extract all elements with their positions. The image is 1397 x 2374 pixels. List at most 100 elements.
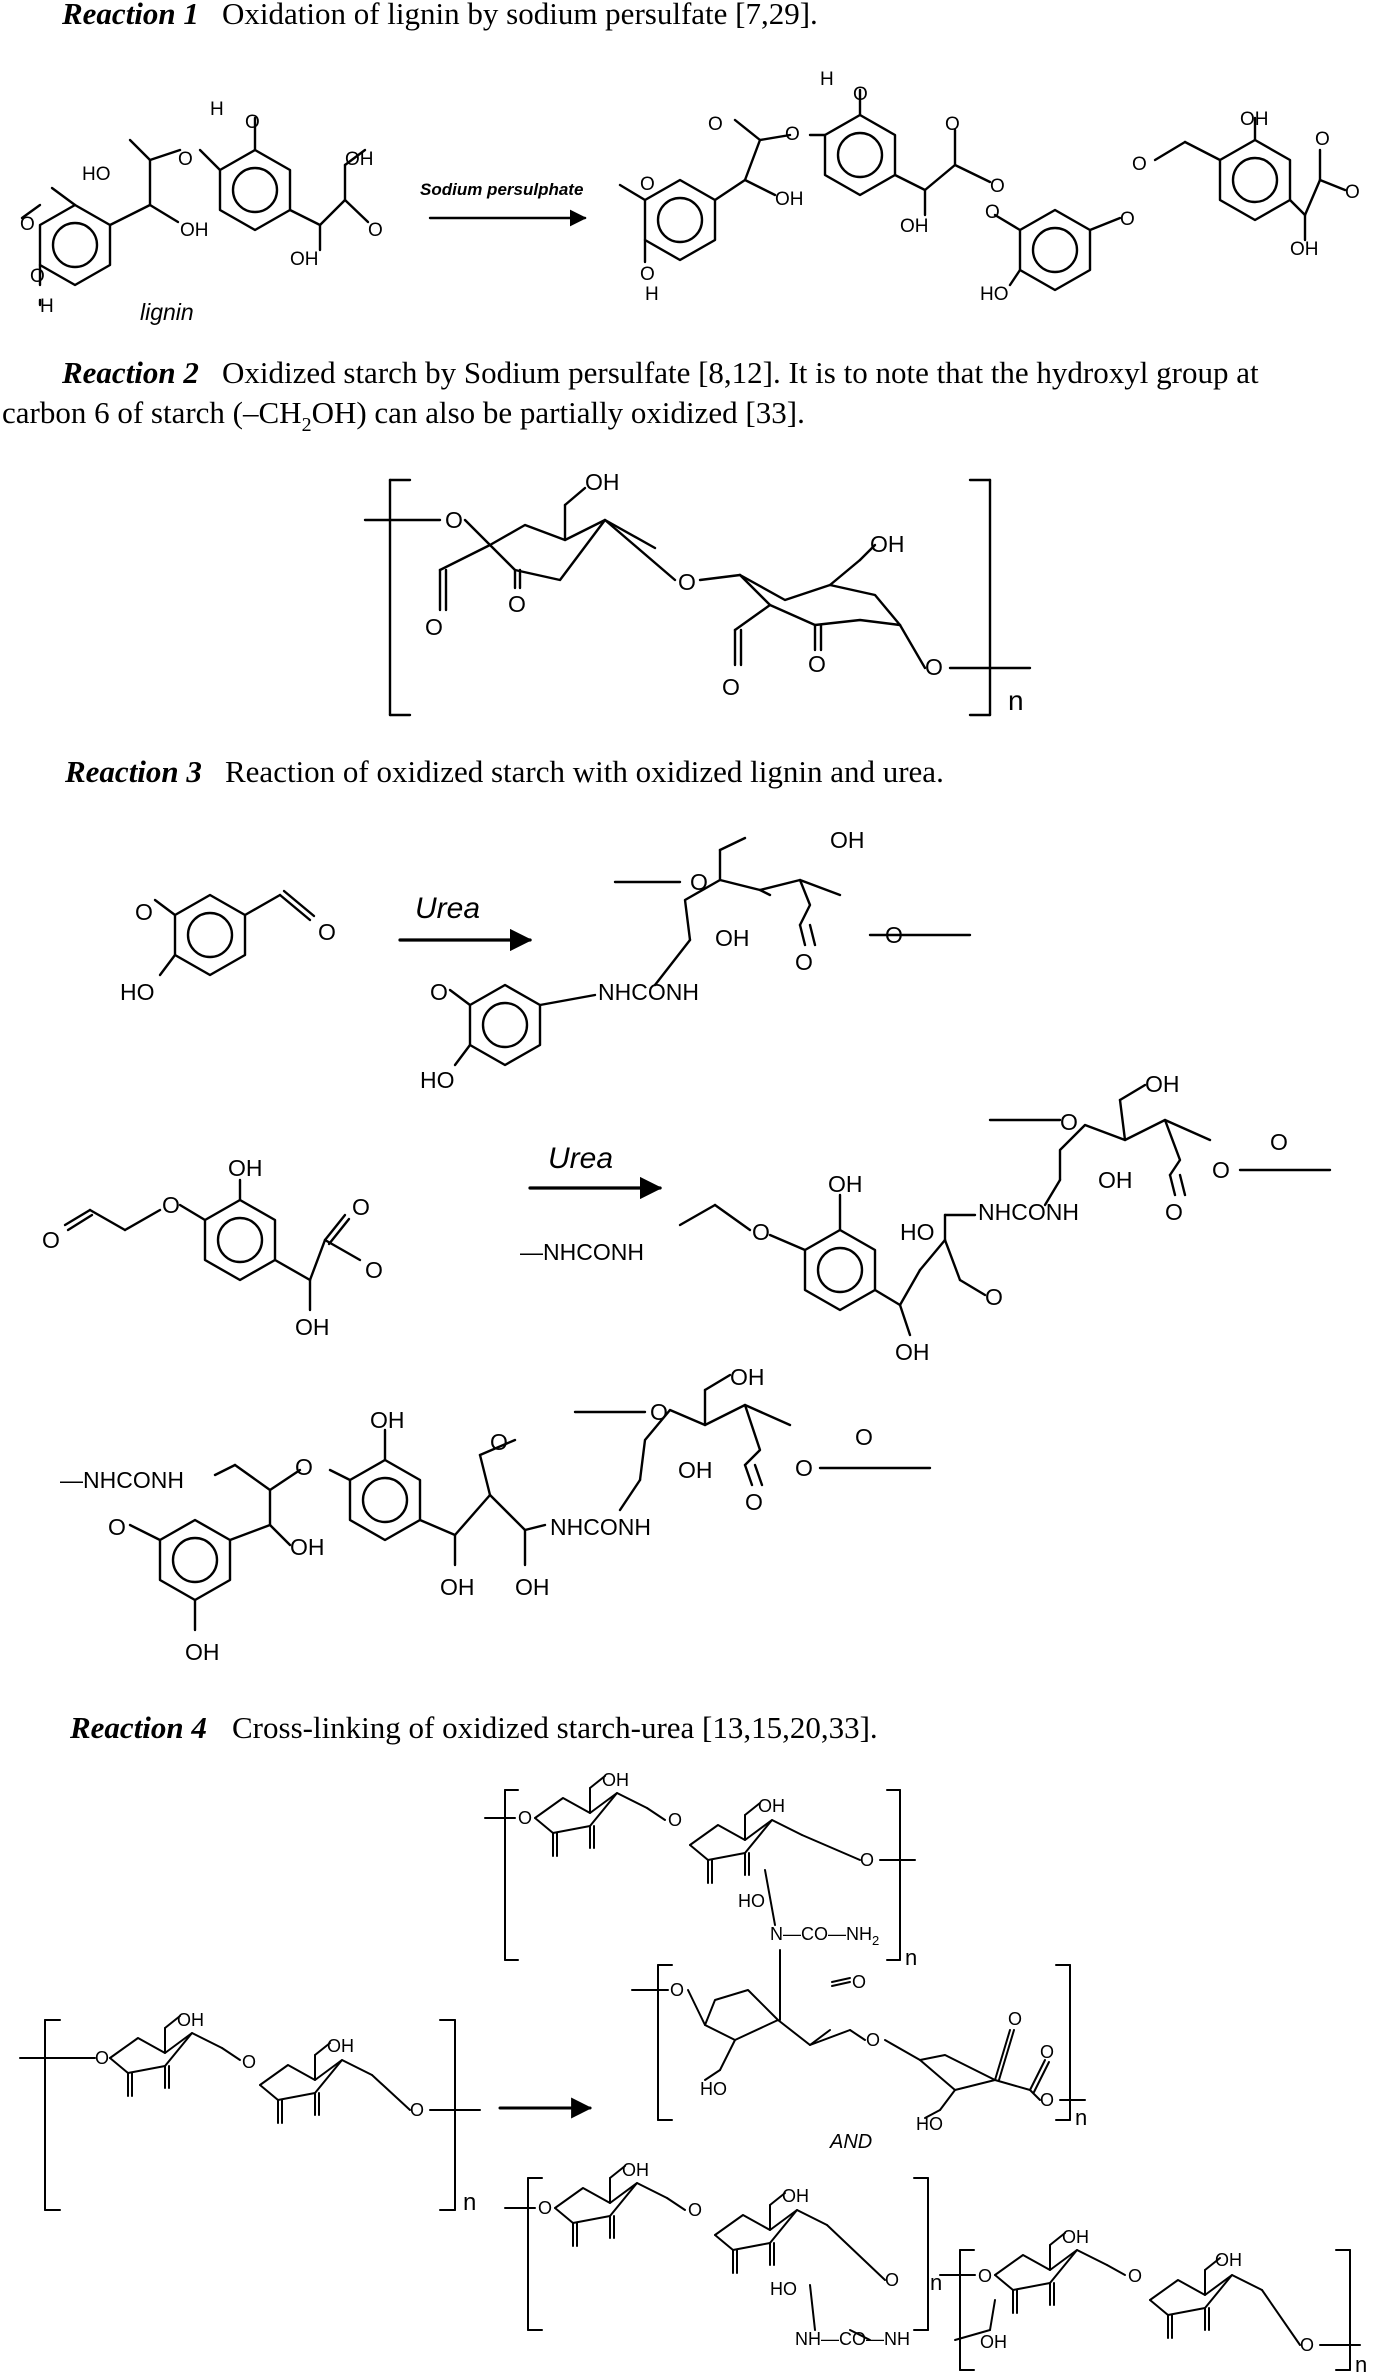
r4-left-oh1: OH <box>177 2010 204 2030</box>
r4-mid-aldehyde-o: O <box>852 1972 866 1992</box>
p1-phenol-o: O <box>640 264 655 285</box>
p2-top-oh: OH <box>1240 109 1269 130</box>
r4-bot2-oh3: OH <box>980 2332 1007 2352</box>
ether-oxygen: O <box>178 149 193 170</box>
r4-top-oh2: OH <box>758 1796 785 1816</box>
phenol-oxygen: O <box>30 266 45 287</box>
reaction-3-product-2 <box>678 1083 1332 1337</box>
r4-top-ho: HO <box>738 1891 765 1911</box>
r4-bot-ring-o: O <box>885 2270 899 2290</box>
r4-bot-o1: O <box>538 2198 552 2218</box>
right-oh-group: OH <box>345 149 374 170</box>
r3-p2-ch2oh: OH <box>1145 1071 1180 1097</box>
r3-vanillin-ho: HO <box>120 979 155 1005</box>
reaction-4-product-top <box>484 1774 916 1961</box>
r4-and: AND <box>829 2131 872 2153</box>
p1-methoxy: O <box>640 174 655 195</box>
r3-ol-aldehyde-o: O <box>42 1227 60 1253</box>
r2-aldehyde-o-2: O <box>508 591 526 617</box>
r3-p1-methoxy-o: O <box>430 979 448 1005</box>
r3-p2-ho: HO <box>900 1219 935 1245</box>
lignin-label: lignin <box>140 299 194 325</box>
r3-p2-oh: OH <box>1098 1167 1133 1193</box>
reaction-1-oxidized-product-2 <box>993 116 1347 292</box>
r4-left-o1: O <box>95 2048 109 2068</box>
r4-left-n: n <box>463 2189 476 2216</box>
r3-p3-oh-2: OH <box>440 1574 475 1600</box>
r3-p3-ring-oh: OH <box>678 1457 713 1483</box>
r4-mid-n: n <box>1075 2105 1087 2130</box>
r4-mid-bridge-o: O <box>866 2030 880 2050</box>
r3-p1-aldehyde-o: O <box>795 949 813 975</box>
p2-methoxy-o: O <box>985 202 1000 223</box>
p2-o: O <box>1132 154 1147 175</box>
p2-lower-oh: OH <box>1290 239 1319 260</box>
r4-left-oh2: OH <box>327 2036 354 2056</box>
reaction-3-vanillin <box>153 889 316 977</box>
reaction-1-arrow-label: Sodium persulphate <box>420 180 583 199</box>
p2-aldehyde2-o: O <box>1315 129 1330 150</box>
r4-mid-aldehyde3-o: O <box>1040 2042 1054 2062</box>
r3-p3-bottom-oh: OH <box>185 1639 220 1665</box>
reaction-4-title: Reaction 4 <box>69 1710 207 1745</box>
r3-p2-ring-o: O <box>1270 1129 1288 1155</box>
reaction-2-title: Reaction 2 <box>61 355 199 390</box>
r3-p1-oh: OH <box>715 925 750 951</box>
r3-p2-o: O <box>1060 1109 1078 1135</box>
p1-top-h: H <box>820 69 834 90</box>
reaction-3-product-3 <box>128 1373 932 1632</box>
reaction-4-description: Cross-linking of oxidized starch-urea [1… <box>232 1710 878 1745</box>
r3-p3-ring-o: O <box>855 1424 873 1450</box>
r2-oh-2: OH <box>870 531 905 557</box>
r4-bot2-oh2: OH <box>1215 2250 1242 2270</box>
reaction-3-arrow-2-label: Urea <box>548 1142 613 1175</box>
reaction-1-lignin-structure <box>20 116 370 307</box>
r3-p3-oh: OH <box>290 1534 325 1560</box>
r4-top-bridge-o: O <box>668 1810 682 1830</box>
r3-p2-chain-linkage: —NHCONH <box>520 1239 644 1265</box>
r3-p1-linkage: NHCONH <box>598 979 699 1005</box>
p2-methoxy2-o: O <box>1345 182 1360 203</box>
r4-crosslink: NH—CO—NH <box>795 2329 910 2349</box>
r4-left-bridge-o: O <box>242 2052 256 2072</box>
r4-bot-n2: n <box>1355 2352 1367 2374</box>
r3-p3-methoxy2-o: O <box>490 1429 508 1455</box>
r4-top-o1: O <box>518 1808 532 1828</box>
reaction-3-product-1 <box>448 836 972 1067</box>
ho-group: HO <box>82 164 111 185</box>
p1-ether-o: O <box>785 124 800 145</box>
r3-p2-ring-o-2: O <box>1212 1157 1230 1183</box>
r4-left-ring-o: O <box>410 2100 424 2120</box>
p1-phenol-h: H <box>645 284 659 305</box>
r3-ol-top-oh: OH <box>228 1155 263 1181</box>
r4-top-n: n <box>905 1945 917 1970</box>
r3-p3-linkage: NHCONH <box>550 1514 651 1540</box>
r4-bot-ho: HO <box>770 2279 797 2299</box>
r2-repeat-n: n <box>1008 685 1024 716</box>
r4-mid-ho2: HO <box>916 2114 943 2134</box>
r3-p1-ring-o: O <box>885 922 903 948</box>
r3-p1-ho: HO <box>420 1067 455 1093</box>
r3-p3-o: O <box>650 1399 668 1425</box>
r3-p3-top-oh: OH <box>370 1407 405 1433</box>
r4-mid-ho: HO <box>700 2079 727 2099</box>
r4-urea-group: N—CO—NH2 <box>770 1924 879 1948</box>
r4-mid-ring-o: O <box>1040 2090 1054 2110</box>
reaction-2-description-line-2: carbon 6 of starch (–CH2OH) can also be … <box>2 395 805 436</box>
r3-ol-methoxy-o: O <box>365 1257 383 1283</box>
reaction-3-description: Reaction of oxidized starch with oxidize… <box>225 754 944 789</box>
r3-ol-lower-oh: OH <box>295 1314 330 1340</box>
top-oxygen: O <box>245 112 260 133</box>
methoxy-oxygen: O <box>20 214 35 235</box>
r4-bot-bridge-o: O <box>688 2200 702 2220</box>
r2-oh-1: OH <box>585 469 620 495</box>
r4-mid-o1: O <box>670 1980 684 2000</box>
r2-aldehyde-o-3: O <box>722 674 740 700</box>
r2-o-1: O <box>445 507 463 533</box>
p1-aldehyde2-o: O <box>945 114 960 135</box>
r3-p2-lower-oh: OH <box>895 1339 930 1365</box>
r3-p2-methoxy-o: O <box>985 1284 1003 1310</box>
r4-bot-oh2: OH <box>782 2186 809 2206</box>
reaction-3-oxidized-lignin <box>63 1178 362 1312</box>
